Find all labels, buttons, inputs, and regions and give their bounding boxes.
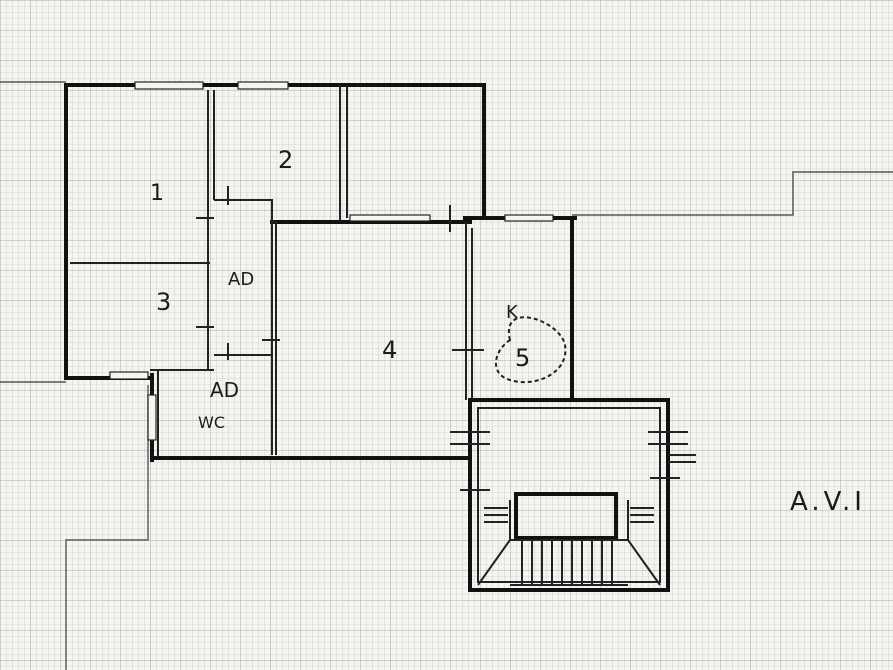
room-label-2: 2: [278, 146, 293, 174]
door-marks: [196, 186, 484, 360]
stair-steps: [521, 540, 613, 585]
site-lines: [0, 81, 893, 670]
room-label-kitchen: K: [506, 302, 519, 323]
annotation-avi: A.V.I: [790, 487, 866, 517]
closet-label-ad-2: AD: [210, 378, 239, 402]
stove-outline: [495, 316, 567, 384]
side-steps: [484, 507, 654, 523]
room-label-wc: WC: [198, 413, 225, 432]
room-label-4: 4: [382, 336, 397, 364]
room-label-1: 1: [150, 181, 164, 206]
room-label-3: 3: [156, 288, 171, 316]
balcony-stair: [450, 398, 696, 592]
closet-label-ad-1: AD: [228, 269, 254, 290]
windows: [109, 81, 554, 441]
room-label-5: 5: [515, 344, 530, 372]
